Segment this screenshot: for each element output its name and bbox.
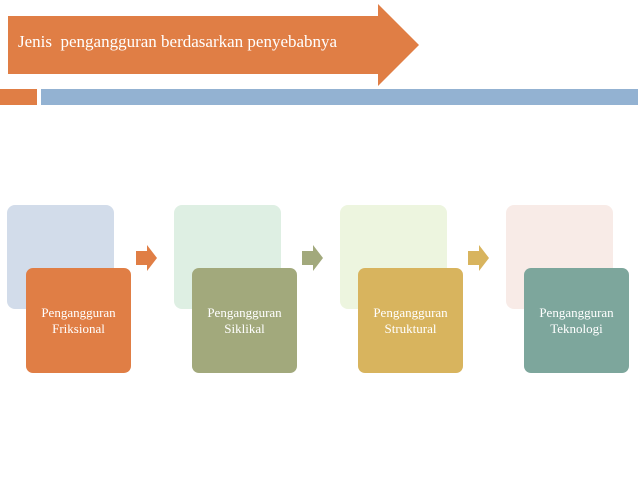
step-1-label: Pengangguran Friksional bbox=[41, 304, 116, 336]
divider-accent-blue bbox=[41, 89, 638, 105]
slide-title: Jenis pengangguran berdasarkan penyebabn… bbox=[18, 32, 338, 51]
title-arrow-shape bbox=[8, 4, 419, 86]
arrow-right-icon bbox=[136, 245, 157, 271]
step-3-card: Pengangguran Struktural bbox=[358, 268, 463, 373]
step-3-label: Pengangguran Struktural bbox=[373, 304, 448, 336]
step-2-label: Pengangguran Siklikal bbox=[207, 304, 282, 336]
arrow-right-icon bbox=[468, 245, 489, 271]
arrow-right-icon bbox=[302, 245, 323, 271]
step-4-label: Pengangguran Teknologi bbox=[539, 304, 614, 336]
step-4-card: Pengangguran Teknologi bbox=[524, 268, 629, 373]
step-2-card: Pengangguran Siklikal bbox=[192, 268, 297, 373]
divider-accent-orange bbox=[0, 89, 37, 105]
step-1-card: Pengangguran Friksional bbox=[26, 268, 131, 373]
